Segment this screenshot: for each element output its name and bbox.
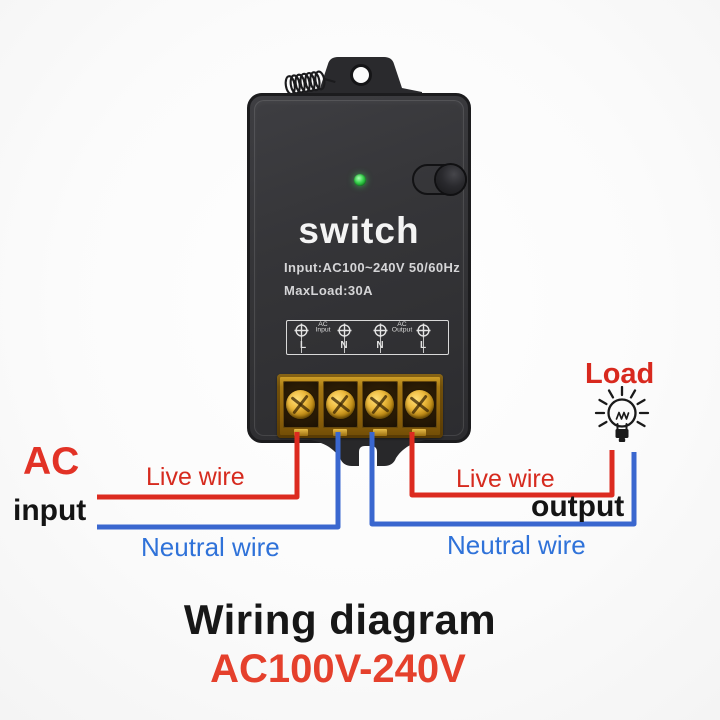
brass-screw-icon xyxy=(286,390,316,419)
ac-output-group-label: AC Output xyxy=(391,320,412,334)
device-spec-input: Input:AC100~240V 50/60Hz xyxy=(284,260,461,275)
output-neutral-wire-path xyxy=(369,432,637,527)
terminal-cell-L-output xyxy=(401,381,437,436)
terminal-letter-N-input: N xyxy=(340,340,348,351)
light-bulb-icon xyxy=(594,386,650,442)
ac-label: AC xyxy=(23,440,80,483)
input-neutral-wire-label: Neutral wire xyxy=(141,532,280,562)
terminal-guide-line xyxy=(300,337,302,353)
device-brand-label: switch xyxy=(298,210,420,251)
terminal-letter-L-input: L xyxy=(299,340,307,351)
terminal-guide-line xyxy=(422,337,424,353)
device-spec-maxload: MaxLoad:30A xyxy=(284,283,373,298)
button-slot xyxy=(412,164,467,195)
led-indicator-icon xyxy=(354,174,366,186)
screw-symbol-icon xyxy=(373,323,387,338)
output-label: output xyxy=(531,490,625,523)
output-neutral-wire-label: Neutral wire xyxy=(447,530,586,560)
mounting-tab-top-icon xyxy=(300,57,422,99)
terminal-label-panel: AC Input AC Output L N N L xyxy=(286,320,449,355)
brass-screw-icon xyxy=(365,390,395,419)
terminal-letter-L-output: L xyxy=(419,340,427,351)
mounting-tab-bottom-icon xyxy=(296,434,440,466)
terminal-guide-line xyxy=(343,337,345,353)
terminal-guide-line xyxy=(379,337,381,353)
output-live-wire-label: Live wire xyxy=(456,465,555,493)
terminal-cell-L-input xyxy=(283,381,319,436)
terminal-cell-N-input xyxy=(322,381,358,436)
terminal-cell-N-output xyxy=(362,381,398,436)
screw-symbol-icon xyxy=(337,323,351,338)
input-live-wire-path xyxy=(97,432,300,500)
brass-screw-icon xyxy=(404,390,434,419)
ac-input-group-label: AC Input xyxy=(314,320,331,334)
load-label: Load xyxy=(585,358,655,390)
terminal-letter-N-output: N xyxy=(376,340,384,351)
screw-symbol-icon xyxy=(416,323,430,338)
diagram-title: Wiring diagram xyxy=(183,596,497,643)
brass-screw-icon xyxy=(325,390,355,419)
antenna-icon xyxy=(284,70,336,96)
terminal-block xyxy=(277,374,443,438)
mounting-hole xyxy=(350,64,372,86)
output-live-wire-path xyxy=(409,432,615,498)
input-label: input xyxy=(13,494,87,527)
pairing-button[interactable] xyxy=(436,165,465,194)
input-live-wire-label: Live wire xyxy=(146,463,245,491)
screw-symbol-icon xyxy=(294,323,308,338)
voltage-range-label: AC100V-240V xyxy=(210,647,466,691)
input-neutral-wire-path xyxy=(97,432,341,530)
